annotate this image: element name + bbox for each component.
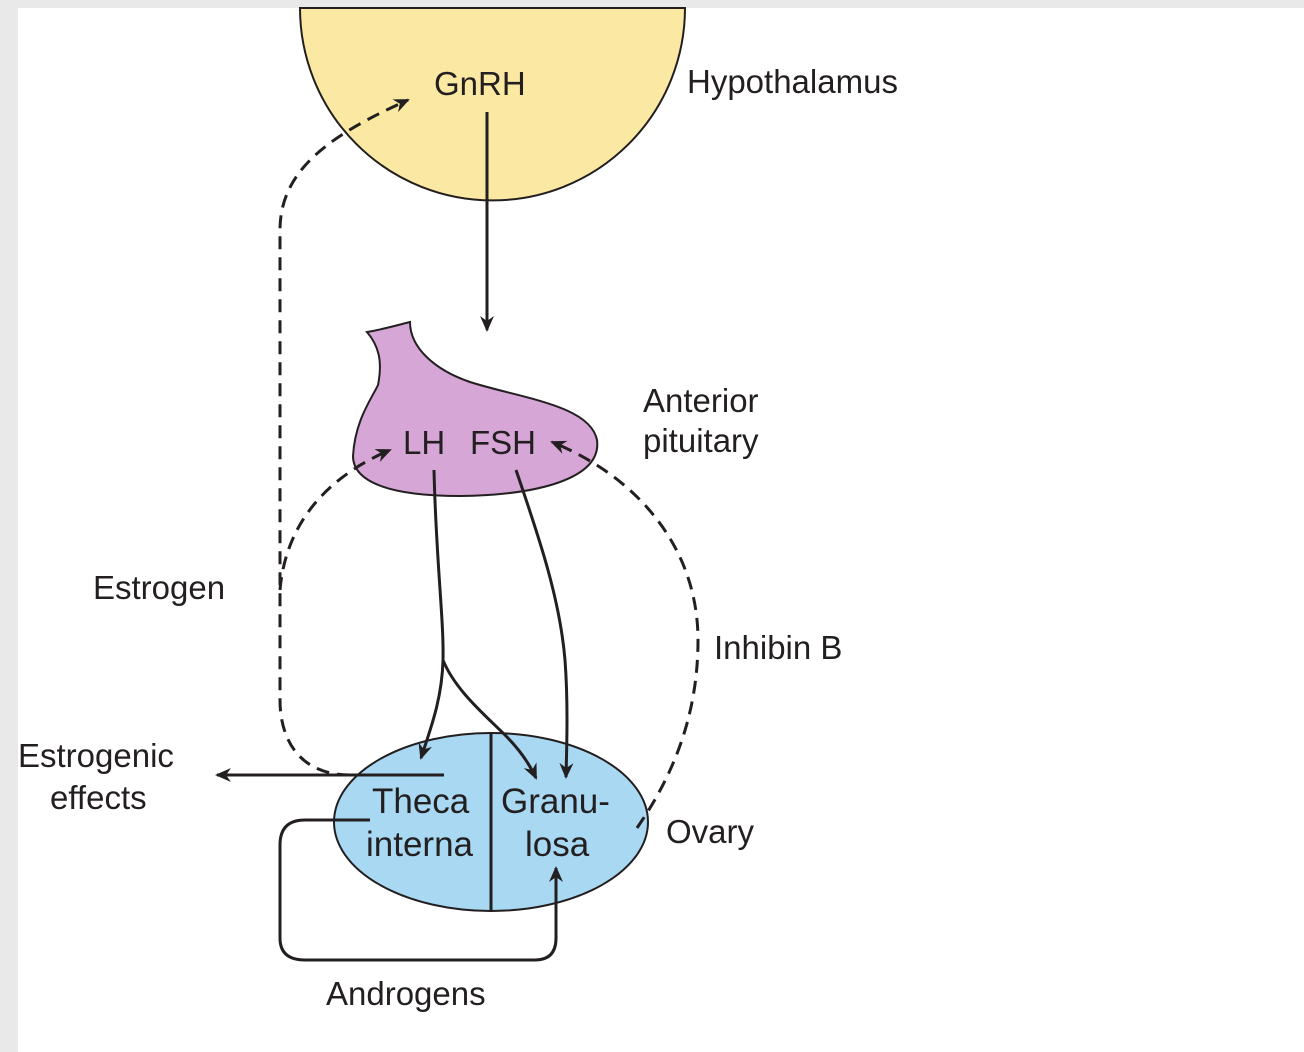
inhibin-b-label: Inhibin B [714,629,842,666]
lh-to-theca-arrow [421,470,443,758]
androgens-label: Androgens [326,975,486,1012]
hypothalamus-label: Hypothalamus [687,63,898,100]
estrogenic-effects-label-line1: Estrogenic [18,737,174,774]
anterior-pituitary-shape [353,322,597,496]
theca-interna-label-line2: interna [366,825,474,864]
fsh-to-granulosa-arrow [516,470,567,777]
anterior-pituitary-label-line1: Anterior [643,382,759,419]
ovary-label: Ovary [666,813,755,850]
fsh-label: FSH [470,424,536,461]
anterior-pituitary-label-line2: pituitary [643,422,759,459]
gnrh-label: GnRH [434,65,526,102]
lh-label: LH [403,424,445,461]
theca-interna-label-line1: Theca [372,782,470,821]
granulosa-label-line1: Granu- [501,782,610,821]
hypothalamus-shape [300,8,685,200]
estrogen-label: Estrogen [93,569,225,606]
estrogenic-effects-label-line2: effects [50,779,147,816]
granulosa-label-line2: losa [525,825,590,864]
